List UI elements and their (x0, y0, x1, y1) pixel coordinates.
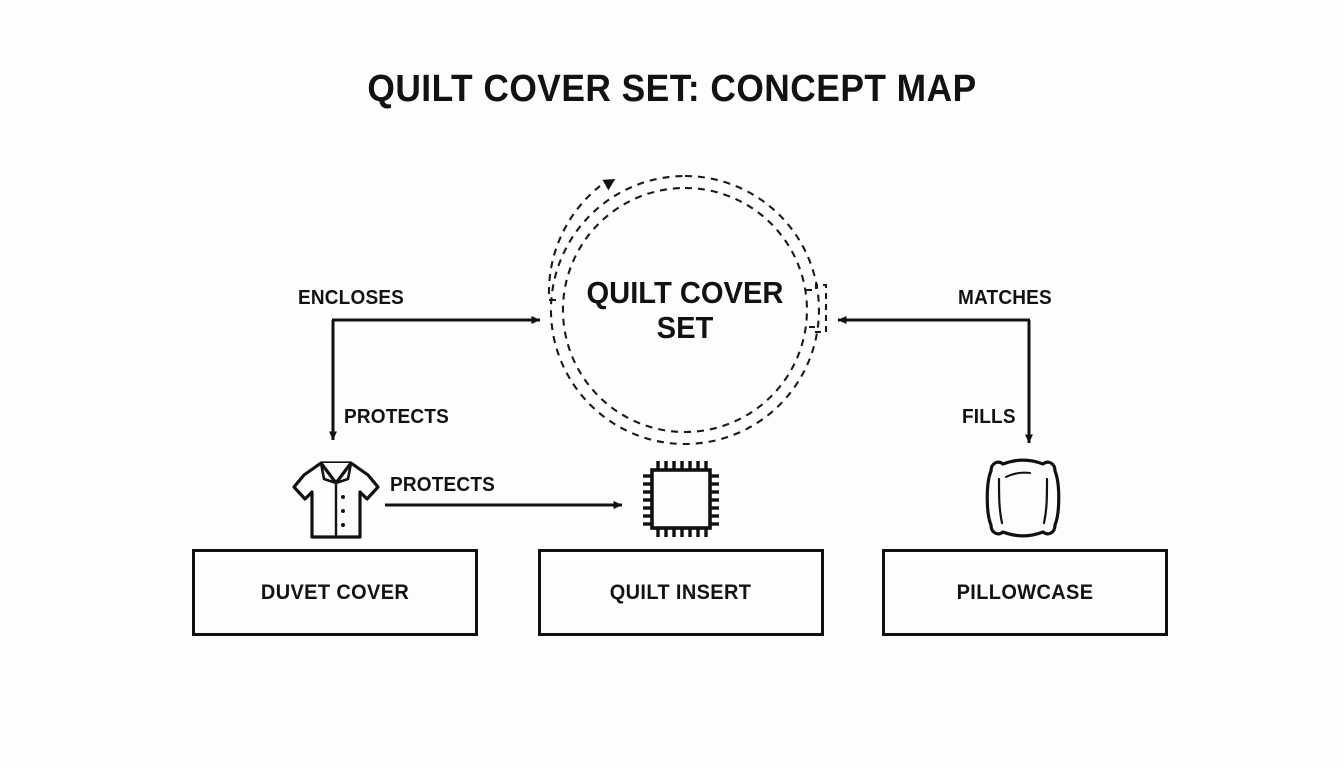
hub-label-line2: SET (656, 310, 714, 345)
edge-label-protects-left: PROTECTS (344, 406, 449, 428)
edge-label-protects-mid: PROTECTS (390, 474, 495, 496)
edge-label-matches: MATCHES (958, 287, 1052, 309)
node-box-label-duvet-cover: DUVET COVER (260, 580, 410, 604)
node-box-pillowcase[interactable]: PILLOWCASE (882, 549, 1168, 636)
edge-label-fills: FILLS (962, 406, 1016, 428)
edge-label-encloses: ENCLOSES (298, 287, 405, 309)
shirt-icon (288, 453, 384, 545)
pillow-icon (978, 455, 1068, 541)
hub-label-line1: QUILT COVER (586, 274, 784, 310)
node-box-quilt-insert[interactable]: QUILT INSERT (538, 549, 824, 636)
node-box-label-quilt-insert: QUILT INSERT (610, 580, 752, 604)
hub-node-label: QUILT COVER SET (568, 275, 803, 345)
page-title: QUILT COVER SET: CONCEPT MAP (367, 68, 977, 110)
node-box-label-pillowcase: PILLOWCASE (956, 580, 1094, 604)
hub-node-quilt-cover-set[interactable]: QUILT COVER SET (545, 170, 825, 450)
node-box-duvet-cover[interactable]: DUVET COVER (192, 549, 478, 636)
chip-square-icon (637, 455, 725, 543)
